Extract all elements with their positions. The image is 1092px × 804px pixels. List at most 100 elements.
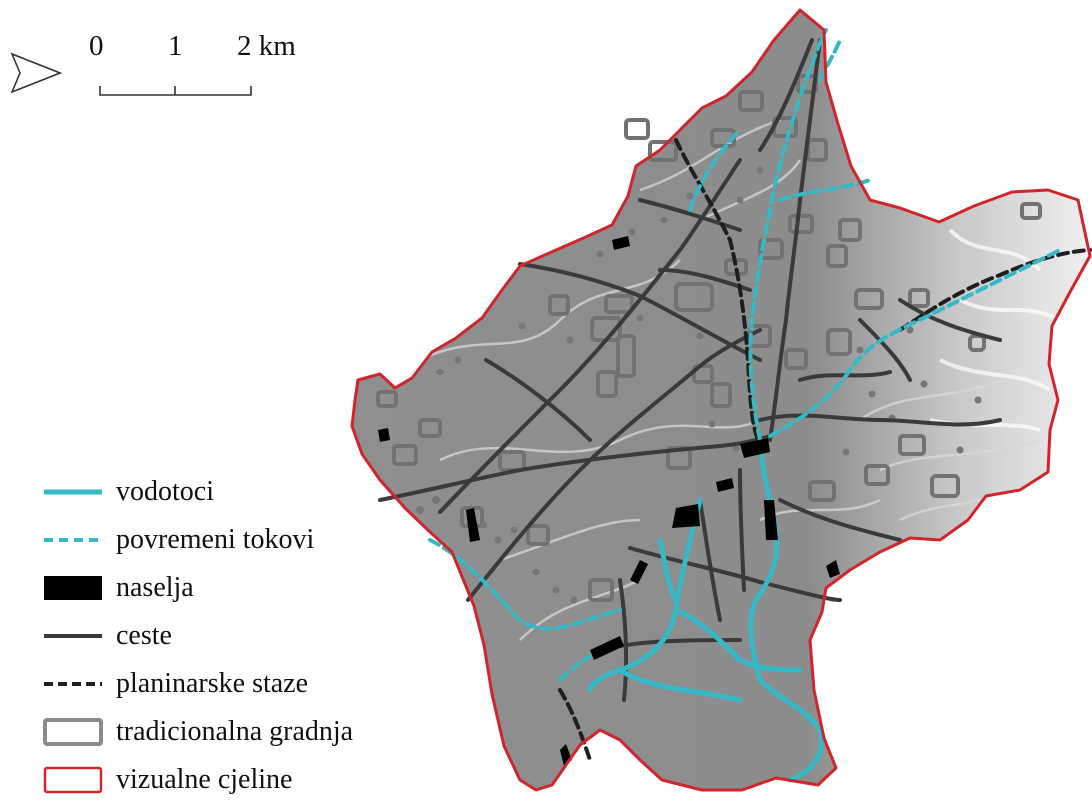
settlement: [612, 236, 630, 250]
settlement: [672, 504, 700, 528]
terrain-layer: [352, 10, 1090, 790]
legend-item-ceste: ceste: [42, 612, 402, 660]
occasional-stream: [748, 28, 828, 442]
traditional-area: [758, 238, 784, 260]
road: [484, 358, 592, 442]
traditional-construction-layer: [376, 74, 1042, 602]
occasional-stream: [818, 38, 842, 82]
traditional-area: [784, 348, 808, 370]
stream: [673, 607, 803, 673]
road: [858, 318, 912, 382]
road: [698, 498, 722, 622]
traditional-area: [588, 578, 614, 602]
traditional-area: [616, 334, 636, 378]
hiking-trail: [558, 688, 592, 762]
legend-item-tradicionalna-gradnja: tradicionalna gradnja: [42, 708, 402, 756]
settlement: [716, 478, 734, 492]
road: [438, 158, 742, 514]
legend-item-vizualne-cjeline: vizualne cjeline: [42, 756, 402, 804]
traditional-area: [898, 434, 926, 456]
road: [898, 298, 1002, 342]
traditional-points-layer: [416, 166, 982, 604]
terrain-contours: [419, 118, 1061, 641]
settlement: [378, 428, 390, 442]
traditional-area: [376, 390, 398, 408]
settlement: [740, 438, 770, 458]
legend-label: planinarske staze: [116, 668, 309, 699]
legend-item-planinarske-staze: planinarske staze: [42, 660, 402, 708]
hiking-trail: [898, 248, 1092, 332]
traditional-area: [1020, 202, 1042, 220]
traditional-area: [788, 214, 814, 234]
traditional-area: [908, 288, 930, 308]
roads-layer: [378, 38, 1002, 702]
traditional-area: [604, 294, 634, 314]
legend-label: ceste: [116, 620, 172, 651]
scale-label-2: 2 km: [237, 30, 296, 62]
stream: [617, 667, 743, 703]
north-arrow-icon: [10, 52, 62, 94]
traditional-area: [648, 140, 678, 162]
stream: [587, 497, 703, 693]
settlement: [466, 508, 480, 542]
legend-label: naselja: [116, 572, 194, 603]
traditional-area: [864, 464, 890, 486]
road: [638, 198, 742, 232]
traditional-area: [624, 118, 650, 140]
dashed-dark-line-icon: [42, 669, 104, 699]
streams-layer: [587, 437, 825, 783]
red-outline-icon: [42, 765, 104, 795]
road: [466, 328, 762, 602]
traditional-area: [930, 474, 960, 498]
settlement: [590, 636, 624, 660]
traditional-area: [808, 480, 836, 502]
road: [768, 38, 822, 442]
stream: [657, 537, 679, 603]
traditional-area: [968, 334, 986, 352]
traditional-area: [826, 244, 848, 268]
settlement: [764, 500, 778, 540]
legend-item-vodotoci: vodotoci: [42, 468, 402, 516]
terrain-fill: [352, 10, 1090, 790]
legend-label: vodotoci: [116, 476, 214, 507]
visual-unit-boundary: [350, 8, 1092, 792]
occasional-stream: [428, 538, 622, 631]
road: [778, 498, 902, 542]
settlements-layer: [378, 236, 840, 766]
road: [758, 413, 1002, 427]
legend-item-naselja: naselja: [42, 564, 402, 612]
settlement: [630, 560, 648, 584]
traditional-area: [710, 382, 732, 408]
legend-item-povremeni-tokovi: povremeni tokovi: [42, 516, 402, 564]
traditional-area: [596, 370, 618, 398]
road: [518, 262, 762, 362]
occasional-stream: [688, 128, 742, 212]
occasional-stream: [768, 248, 1062, 438]
traditional-area: [854, 288, 884, 310]
traditional-area: [526, 524, 550, 546]
traditional-area: [548, 294, 570, 316]
scale-label-1: 1: [168, 30, 183, 62]
traditional-area: [826, 328, 852, 356]
scale-bar-line: [99, 86, 252, 96]
dashed-cyan-line-icon: [42, 525, 104, 555]
legend-label: vizualne cjeline: [116, 764, 293, 795]
settlement: [826, 560, 840, 578]
traditional-area: [418, 418, 442, 438]
scale-bar: 0 1 2 km: [85, 30, 315, 102]
road: [618, 578, 629, 702]
scale-label-0: 0: [89, 30, 104, 62]
traditional-area: [838, 218, 862, 242]
black-fill-icon: [42, 573, 104, 603]
traditional-area: [674, 282, 714, 312]
solid-dark-line-icon: [42, 621, 104, 651]
traditional-area: [392, 444, 418, 466]
road: [738, 468, 746, 592]
gray-outline-icon: [42, 717, 104, 747]
traditional-area: [738, 90, 764, 112]
legend-label: tradicionalna gradnja: [116, 716, 354, 747]
legend-label: povremeni tokovi: [116, 524, 315, 555]
solid-cyan-line-icon: [42, 477, 104, 507]
